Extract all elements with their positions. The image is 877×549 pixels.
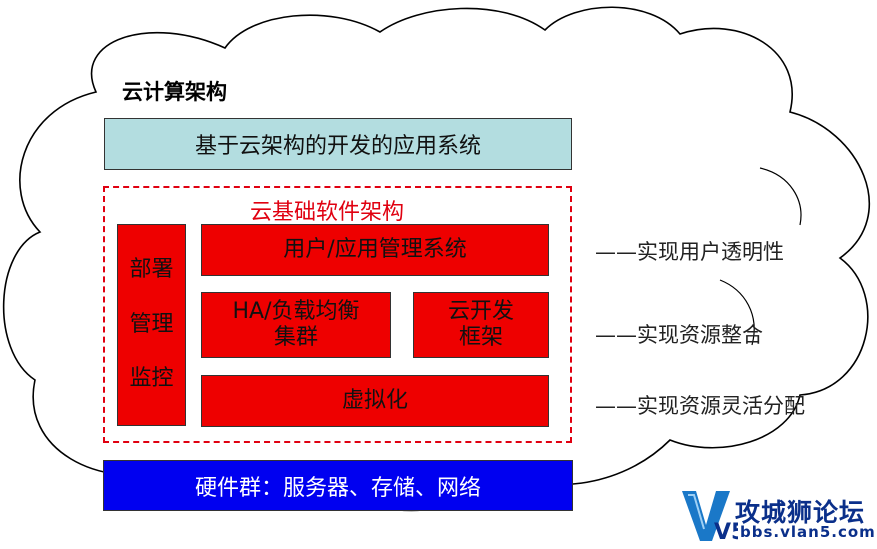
- virtualization-label: 虚拟化: [341, 387, 408, 413]
- user-app-management-block: 用户/应用管理系统: [201, 224, 549, 276]
- ha-cluster-line-2: 集群: [273, 325, 318, 350]
- note-user-transparency: ——实现用户透明性: [595, 240, 784, 264]
- cloud-software-frame-label: 云基础软件架构: [250, 200, 405, 225]
- deploy-manage-monitor-block: 部署 管理 监控: [117, 224, 186, 426]
- cloud-dev-framework-line-1: 云开发: [447, 298, 514, 324]
- app-layer-label: 基于云架构的开发的应用系统: [194, 134, 481, 159]
- note-resource-integration: ——实现资源整合: [595, 323, 763, 347]
- logo-mark-text: V5: [714, 520, 738, 545]
- note-resource-allocation: ——实现资源灵活分配: [595, 394, 805, 418]
- diagram-title: 云计算架构: [122, 80, 227, 104]
- cloud-software-frame: [103, 186, 572, 443]
- virtualization-block: 虚拟化: [201, 375, 549, 427]
- v5-logo-icon: V5: [682, 491, 738, 545]
- side-block-line-2: 管理: [129, 311, 174, 337]
- watermark-name: 攻城狮论坛: [735, 498, 866, 527]
- cloud-dev-framework-line-2: 框架: [458, 325, 503, 350]
- watermark-logo: V5 攻城狮论坛 bbs.vlan5.com: [680, 487, 875, 545]
- user-app-management-label: 用户/应用管理系统: [283, 236, 467, 262]
- cloud-dev-framework-block: 云开发 框架: [413, 292, 549, 358]
- app-layer-box: 基于云架构的开发的应用系统: [104, 118, 572, 170]
- ha-cluster-block: HA/负载均衡 集群: [201, 292, 391, 358]
- hardware-layer-label: 硬件群：服务器、存储、网络: [194, 475, 481, 501]
- ha-cluster-line-1: HA/负载均衡: [232, 298, 360, 324]
- watermark-url: bbs.vlan5.com: [740, 523, 876, 541]
- side-block-line-1: 部署: [129, 257, 174, 283]
- side-block-line-3: 监控: [129, 366, 174, 392]
- hardware-layer-box: 硬件群：服务器、存储、网络: [103, 460, 573, 511]
